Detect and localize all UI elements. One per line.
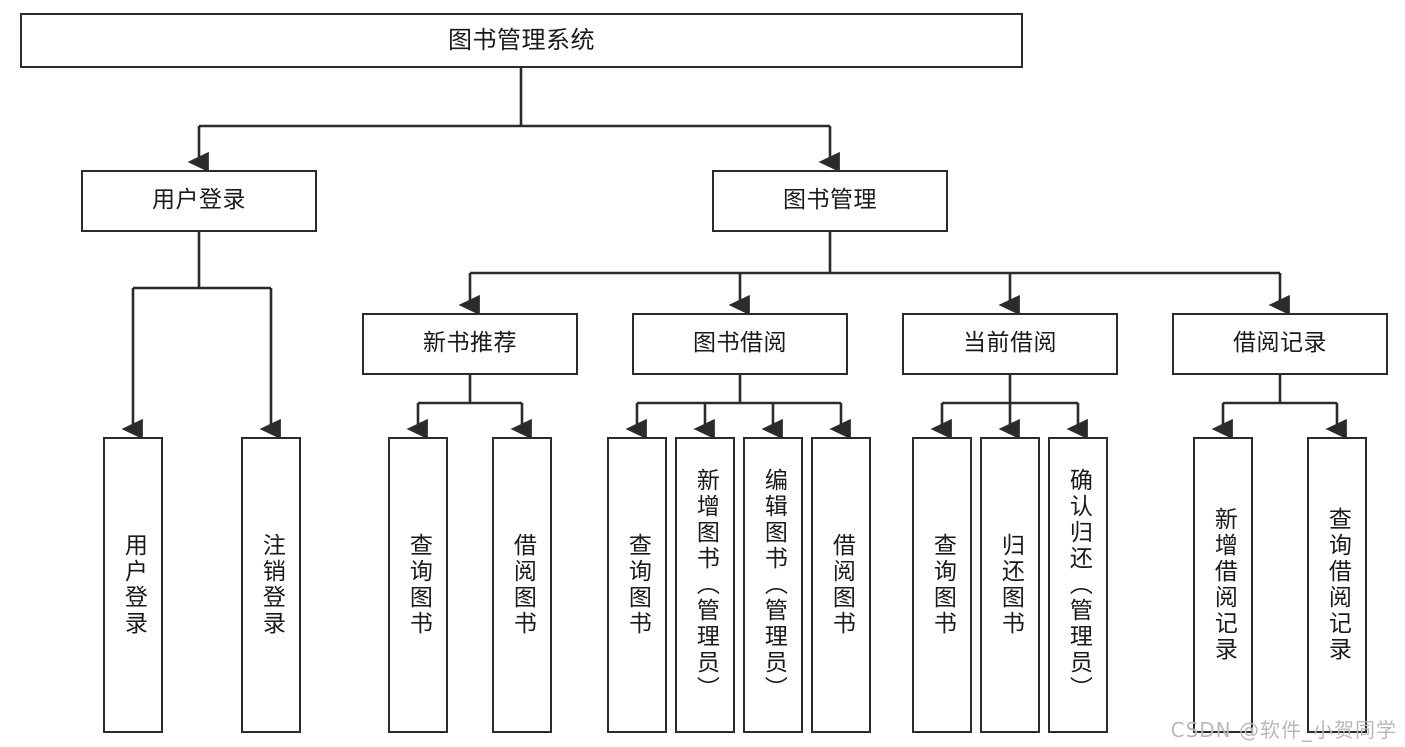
- leaf-record-query-record[interactable]: 查询借阅记录: [1307, 437, 1367, 733]
- node-label: 注销登录: [258, 533, 285, 637]
- node-label: 图书借阅: [693, 330, 787, 357]
- node-label: 当前借阅: [963, 330, 1057, 357]
- node-borrow-record[interactable]: 借阅记录: [1172, 313, 1388, 375]
- node-label: 查询借阅记录: [1324, 507, 1351, 663]
- node-current-borrow[interactable]: 当前借阅: [902, 313, 1118, 375]
- leaf-borrow-add-book-admin[interactable]: 新增图书（管理员）: [675, 437, 735, 733]
- node-label: 用户登录: [152, 187, 246, 214]
- node-label: 借阅图书: [509, 533, 536, 637]
- node-label: 查询图书: [405, 533, 432, 637]
- leaf-borrow-borrow-book[interactable]: 借阅图书: [811, 437, 871, 733]
- watermark: CSDN @软件_小贺同学: [1170, 718, 1397, 742]
- node-label: 新书推荐: [423, 330, 517, 357]
- leaf-current-return-book[interactable]: 归还图书: [980, 437, 1040, 733]
- node-label: 图书管理: [783, 187, 877, 214]
- node-label: 图书管理系统: [448, 26, 595, 55]
- node-label: 借阅图书: [828, 533, 855, 637]
- node-new-book-recommend[interactable]: 新书推荐: [362, 313, 578, 375]
- node-label: 归还图书: [997, 533, 1024, 637]
- node-label: 借阅记录: [1233, 330, 1327, 357]
- node-label: 确认归还（管理员）: [1065, 468, 1092, 702]
- leaf-user-logout[interactable]: 注销登录: [241, 437, 301, 733]
- leaf-user-login[interactable]: 用户登录: [103, 437, 163, 733]
- leaf-current-confirm-return-admin[interactable]: 确认归还（管理员）: [1048, 437, 1108, 733]
- node-root-system[interactable]: 图书管理系统: [20, 13, 1023, 68]
- node-label: 编辑图书（管理员）: [760, 468, 787, 702]
- leaf-recommend-borrow-book[interactable]: 借阅图书: [492, 437, 552, 733]
- leaf-recommend-query-book[interactable]: 查询图书: [388, 437, 448, 733]
- leaf-borrow-edit-book-admin[interactable]: 编辑图书（管理员）: [743, 437, 803, 733]
- leaf-record-add-record[interactable]: 新增借阅记录: [1193, 437, 1253, 733]
- leaf-current-query-book[interactable]: 查询图书: [912, 437, 972, 733]
- node-label: 查询图书: [624, 533, 651, 637]
- node-book-management[interactable]: 图书管理: [712, 170, 948, 232]
- node-label: 用户登录: [120, 533, 147, 637]
- node-user-login[interactable]: 用户登录: [81, 170, 317, 232]
- node-label: 新增图书（管理员）: [692, 468, 719, 702]
- node-book-borrow[interactable]: 图书借阅: [632, 313, 848, 375]
- node-label: 新增借阅记录: [1210, 507, 1237, 663]
- node-label: 查询图书: [929, 533, 956, 637]
- leaf-borrow-query-book[interactable]: 查询图书: [607, 437, 667, 733]
